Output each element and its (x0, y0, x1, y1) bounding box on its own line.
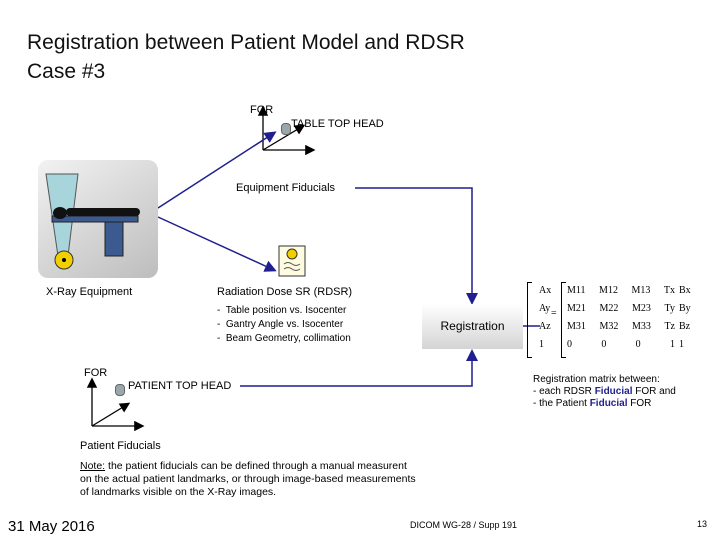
arrow-to-rdsr (157, 216, 277, 272)
for-label-top: FOR (250, 104, 274, 116)
xray-equipment-image (38, 160, 158, 278)
note-text: Note: the patient fiducials can be defin… (80, 460, 416, 498)
rdsr-title: Radiation Dose SR (RDSR) (217, 286, 353, 298)
xray-equipment-label: X-Ray Equipment (46, 286, 133, 298)
patient-top-origin-icon (115, 384, 125, 396)
xray-table-leg (104, 221, 124, 257)
rdsr-item: - Beam Geometry, collimation (217, 333, 351, 344)
patient-head (53, 207, 67, 219)
for-label-bottom: FOR (84, 367, 108, 379)
rdsr-items: - Table position vs. Isocenter - Gantry … (217, 304, 351, 346)
page-number: 13 (697, 519, 708, 529)
patient-body (66, 208, 140, 216)
slide-footer: DICOM WG-28 / Supp 191 (410, 520, 518, 530)
xray-drawing (45, 173, 140, 270)
slide-title: Registration between Patient Model and R… (27, 28, 465, 86)
arrow-to-table-top (157, 131, 277, 209)
bottom-axis-z (91, 402, 131, 427)
registration-matrix-description: Registration matrix between: - each RDSR… (533, 374, 676, 409)
registration-label: Registration (440, 319, 505, 333)
top-axis-z (262, 124, 306, 151)
rdsr-document-icon (278, 245, 306, 277)
title-line-2: Case #3 (27, 60, 106, 83)
table-top-head-label: TABLE TOP HEAD (291, 118, 384, 130)
matrix-bracket-left (527, 282, 532, 358)
matrix-equals: = (551, 308, 557, 319)
arrow-fiducials-to-registration (355, 187, 478, 305)
arrow-patient-to-registration (240, 349, 478, 387)
equipment-fiducials-label: Equipment Fiducials (236, 182, 336, 194)
registration-box (422, 304, 523, 349)
title-line-1: Registration between Patient Model and R… (27, 31, 465, 54)
rdsr-item: - Gantry Angle vs. Isocenter (217, 319, 344, 330)
table-top-origin-icon (281, 123, 291, 135)
patient-top-head-label: PATIENT TOP HEAD (128, 380, 232, 392)
patient-fiducials-label: Patient Fiducials (80, 440, 161, 452)
slide-date: 31 May 2016 (8, 518, 95, 535)
rdsr-item: - Table position vs. Isocenter (217, 305, 347, 316)
